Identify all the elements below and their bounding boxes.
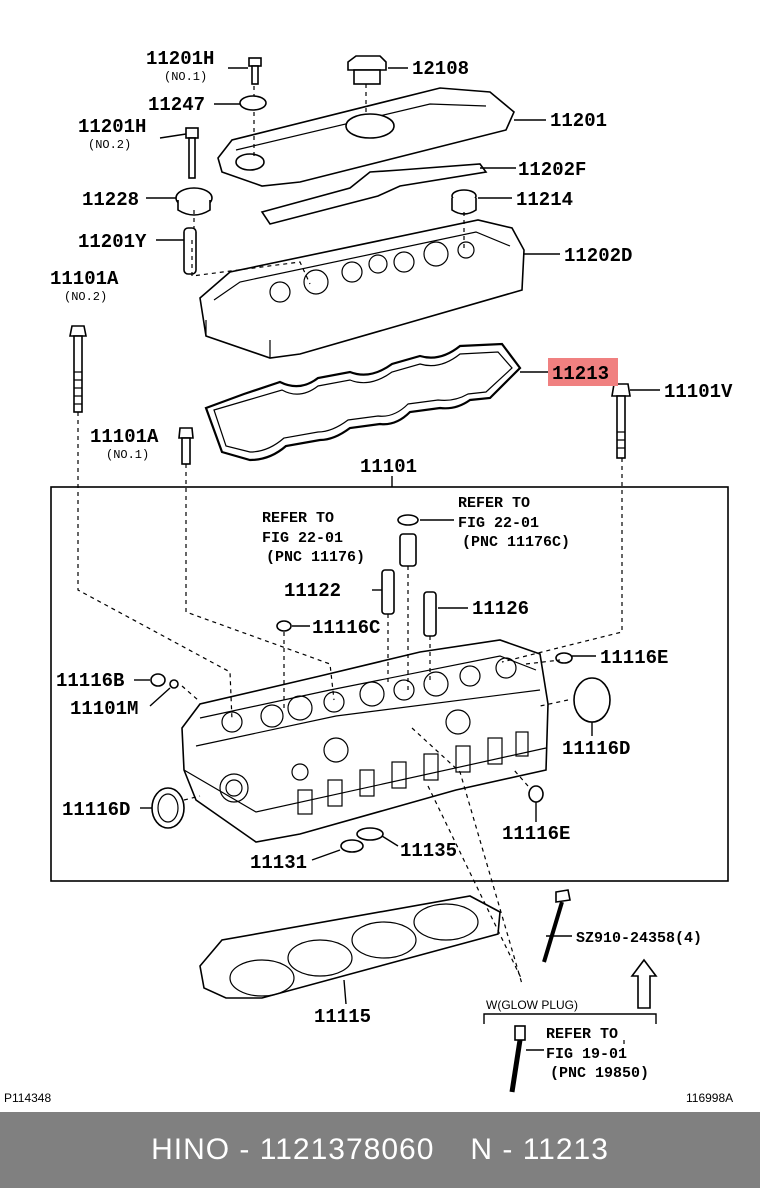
cylinder-head-gasket-11115 (199, 895, 501, 999)
label-11116e-bottom: 11116E (502, 823, 570, 845)
pin-11101m (169, 679, 179, 689)
ref-a-line2: FIG 22-01 (262, 530, 343, 547)
up-arrow-icon (630, 958, 658, 1009)
note-no2-b: (NO.2) (64, 290, 107, 304)
label-11214: 11214 (516, 189, 573, 211)
label-12108: 12108 (412, 58, 469, 80)
cylinder-head-11101 (181, 639, 549, 843)
label-11101v: 11101V (664, 381, 733, 403)
label-11101a-no1: 11101A (90, 426, 159, 448)
label-11201: 11201 (550, 110, 607, 132)
grommet-11247 (239, 95, 267, 111)
plug-11116e-bottom (528, 785, 544, 803)
ref-a-line3: (PNC 11176) (266, 549, 365, 566)
nozzle-holder-11176 (399, 533, 417, 567)
lower-cover-11202d (199, 219, 525, 359)
cylinder-head-frame (50, 486, 729, 882)
label-11135: 11135 (400, 840, 457, 862)
glow-plug-label: W(GLOW PLUG) (486, 998, 578, 1012)
pin-11201y (183, 227, 197, 275)
plug-11116b (150, 673, 166, 687)
oring-11176c (397, 514, 419, 526)
note-no1-a: (NO.1) (164, 70, 207, 84)
label-11101: 11101 (360, 456, 417, 478)
label-11131: 11131 (250, 852, 307, 874)
bolt-11101v (611, 383, 631, 459)
ref-a-line1: REFER TO (262, 510, 334, 527)
oil-filler-cap-12108 (347, 55, 387, 85)
bolt-11201h-no1 (248, 57, 262, 85)
bolt-11201h-no2 (185, 127, 199, 179)
note-no1-b: (NO.1) (106, 448, 149, 462)
label-11101m: 11101M (70, 698, 138, 720)
label-11116e-top: 11116E (600, 647, 668, 669)
label-11202d: 11202D (564, 245, 632, 267)
seal-11135 (356, 827, 384, 841)
valve-guide-11126 (423, 591, 437, 637)
label-11247: 11247 (148, 94, 205, 116)
label-sz910: SZ910-24358(4) (576, 930, 702, 947)
label-11202f: 11202F (518, 159, 586, 181)
footer-brand-part: HINO - 1121378060 (151, 1133, 435, 1166)
page-code-right: 116998A (686, 1091, 733, 1105)
plug-11116d-right (573, 677, 611, 723)
grommet-11214 (451, 189, 477, 215)
footer-pnc: N - 11213 (470, 1133, 609, 1166)
label-11126: 11126 (472, 598, 529, 620)
ref-b-line1: REFER TO (458, 495, 530, 512)
bolt-11101a-no2 (69, 325, 87, 413)
bolt-11101a-no1 (178, 427, 194, 465)
label-11201h-no2: 11201H (78, 116, 146, 138)
label-11116b: 11116B (56, 670, 124, 692)
ref-c-line1: REFER TO (546, 1026, 618, 1043)
plug-11116c (276, 620, 292, 632)
label-11228: 11228 (82, 189, 139, 211)
label-11116d-left: 11116D (62, 799, 130, 821)
note-no2-a: (NO.2) (88, 138, 131, 152)
ref-c-line2: FIG 19-01 (546, 1046, 627, 1063)
label-11201h-no1: 11201H (146, 48, 214, 70)
label-11116d-right: 11116D (562, 738, 630, 760)
label-11101a-no2: 11101A (50, 268, 119, 290)
glow-plug (509, 1025, 526, 1093)
head-cover-gasket-11213 (204, 342, 522, 462)
plug-11116e-top (555, 652, 573, 664)
bolt-sz910 (542, 889, 571, 963)
grommet-11228 (175, 187, 213, 216)
part-info-footer: HINO - 1121378060 N - 11213 (0, 1112, 760, 1188)
label-11213: 11213 (552, 363, 609, 385)
ref-c-line3: (PNC 19850) (550, 1065, 649, 1082)
label-11201y: 11201Y (78, 231, 147, 253)
ref-b-line2: FIG 22-01 (458, 515, 539, 532)
ref-b-line3: (PNC 11176C) (462, 534, 570, 551)
valve-guide-11122 (381, 569, 395, 615)
seal-11131 (340, 839, 364, 853)
label-11122: 11122 (284, 580, 341, 602)
highlight-11213 (548, 358, 618, 386)
label-11116c: 11116C (312, 617, 380, 639)
label-11115: 11115 (314, 1006, 371, 1028)
page-code-left: P114348 (4, 1091, 51, 1105)
plug-11116d-left (151, 787, 185, 829)
